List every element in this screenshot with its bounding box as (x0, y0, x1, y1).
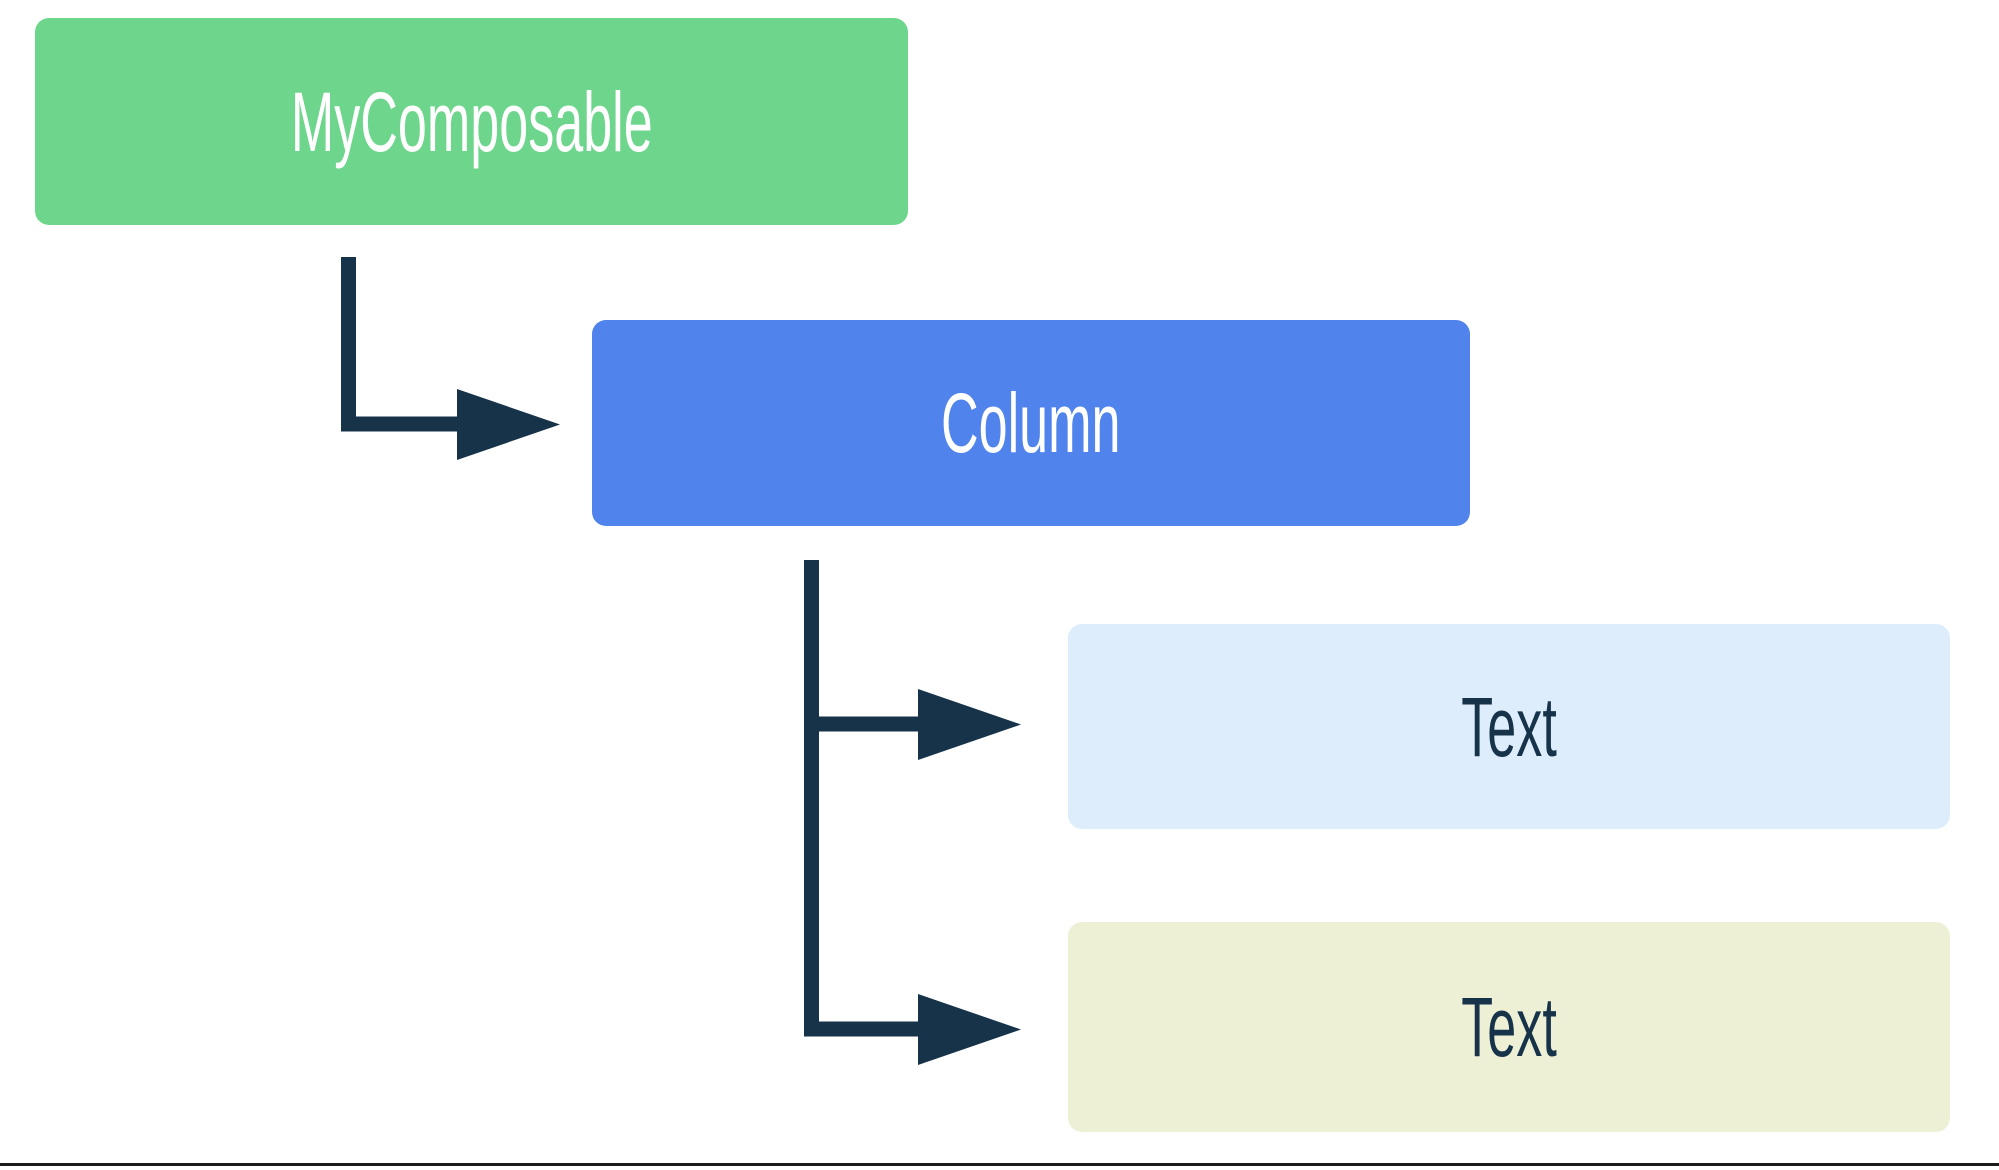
node-text-secondary[interactable]: Text (1068, 922, 1950, 1132)
edge-column-to-text-1-arrowhead (918, 689, 1021, 760)
edge-column-to-text-2-arrowhead (918, 994, 1021, 1065)
edge-root-to-column-line (341, 257, 460, 432)
edge-column-to-text-2-line (804, 724, 921, 1037)
edge-column-to-text-2 (804, 724, 1021, 1065)
node-my-composable-label: MyComposable (290, 74, 653, 169)
node-text-secondary-label: Text (1461, 980, 1557, 1074)
bottom-divider (0, 1163, 1999, 1166)
edge-column-to-text-1-line (804, 560, 921, 732)
node-text-primary[interactable]: Text (1068, 624, 1950, 829)
node-text-primary-label: Text (1461, 679, 1557, 774)
node-column-label: Column (941, 376, 1121, 470)
edge-root-to-column-arrowhead (457, 389, 560, 460)
node-my-composable[interactable]: MyComposable (35, 18, 908, 225)
edge-column-to-text-1 (804, 560, 1021, 760)
node-column[interactable]: Column (592, 320, 1470, 526)
edge-root-to-column (341, 257, 560, 460)
